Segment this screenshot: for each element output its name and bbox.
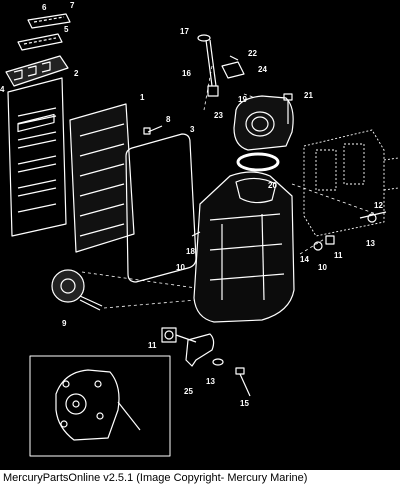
- part-throttle-body: [233, 95, 294, 151]
- callout-12: 12: [374, 201, 383, 210]
- part-screw-18: [191, 231, 201, 237]
- callout-9: 9: [62, 319, 67, 328]
- callout-18: 18: [186, 247, 195, 256]
- part-screw-8: [143, 125, 163, 135]
- part-hardware-right: [313, 235, 335, 251]
- callout-16: 16: [182, 69, 191, 78]
- callout-15: 15: [240, 399, 249, 408]
- callout-1: 1: [140, 93, 145, 102]
- part-fitting-11: [161, 327, 197, 343]
- part-washer-13: [212, 358, 224, 366]
- callout-10-right: 10: [318, 263, 327, 272]
- part-gasket: [125, 133, 197, 283]
- callout-4: 4: [0, 85, 5, 94]
- callout-5: 5: [64, 25, 69, 34]
- callout-11-lower: 11: [148, 341, 157, 350]
- part-reed-strip: [17, 33, 63, 51]
- callout-21: 21: [304, 91, 313, 100]
- part-o-ring: [236, 152, 280, 172]
- part-ignition-module: [303, 129, 399, 237]
- callout-14: 14: [300, 255, 309, 264]
- part-adapter-housing: [193, 171, 295, 323]
- callout-23: 23: [214, 111, 223, 120]
- callout-17: 17: [180, 27, 189, 36]
- part-reed-block: [5, 55, 69, 87]
- part-bolt-21: [283, 93, 293, 124]
- part-bracket: [221, 55, 245, 79]
- part-reed-stop-strip: [27, 13, 71, 29]
- exploded-parts-diagram: 6 7 5 4 2 1 8 3 17 22 24 16 23 19 21 20 …: [0, 1, 399, 457]
- part-bracket-plate: [185, 333, 215, 367]
- copyright-footer: MercuryPartsOnline v2.5.1 (Image Copyrig…: [0, 470, 400, 487]
- callout-24: 24: [258, 65, 267, 74]
- callout-25: 25: [184, 387, 193, 396]
- part-reed-plate: [69, 103, 135, 253]
- callout-7: 7: [70, 1, 75, 10]
- callout-19: 19: [238, 95, 247, 104]
- callout-13-right: 13: [366, 239, 375, 248]
- inset-detail-box: [29, 355, 171, 457]
- callout-13-lower: 13: [206, 377, 215, 386]
- callout-11-right: 11: [334, 251, 343, 260]
- callout-10-left: 10: [176, 263, 185, 272]
- callout-6: 6: [42, 3, 47, 12]
- part-fuel-pump: [51, 269, 103, 311]
- callout-3: 3: [190, 125, 195, 134]
- part-gasket-plate: [7, 77, 67, 237]
- callout-20: 20: [268, 181, 277, 190]
- callout-2: 2: [74, 69, 79, 78]
- callout-22: 22: [248, 49, 257, 58]
- part-bolt-15: [235, 367, 251, 397]
- part-temperature-probe: [197, 34, 219, 97]
- callout-8: 8: [166, 115, 171, 124]
- part-bolt-12: [359, 211, 387, 223]
- callout-labels: 6 7 5 4 2 1 8 3 17 22 24 16 23 19 21 20 …: [0, 1, 383, 408]
